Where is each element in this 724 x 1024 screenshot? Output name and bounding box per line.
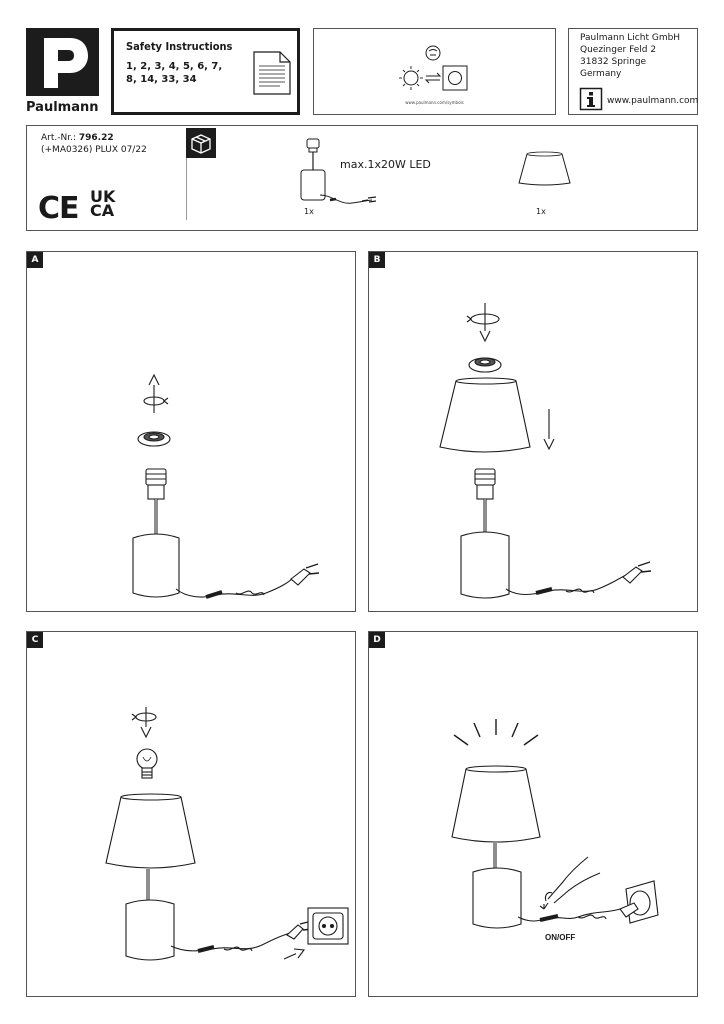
company-line: Paulmann Licht GmbH: [580, 33, 681, 43]
article-number: 796.22: [78, 133, 114, 143]
safety-instructions-box: [111, 28, 300, 115]
lamp-base-part-icon: [300, 138, 377, 204]
panel-label-d: D: [369, 632, 385, 648]
logo-p-glyph: [44, 38, 88, 88]
bulb-spec: max.1x20W LED: [340, 158, 431, 171]
company-line: Quezinger Feld 2: [580, 45, 657, 55]
step-panel-b: [368, 251, 698, 612]
ukca-bottom: CA: [90, 201, 115, 220]
paulmann-logo: [26, 28, 99, 96]
qty-base: 1x: [304, 207, 314, 216]
qty-shade: 1x: [536, 207, 546, 216]
info-divider: [186, 150, 187, 220]
lampshade-part-icon: [518, 151, 571, 186]
ukca-mark: UK CA: [90, 187, 122, 220]
panel-label-a: A: [27, 252, 43, 268]
product-info-box: [26, 125, 698, 231]
brand-name: Paulmann: [26, 100, 99, 115]
step-c-illustration: [105, 707, 349, 961]
info-icon: [579, 87, 603, 111]
safety-title: Safety Instructions: [126, 40, 233, 53]
step-b-illustration: [439, 303, 652, 599]
safety-numbers: 1, 2, 3, 4, 5, 6, 7, 8, 14, 33, 34: [126, 61, 223, 85]
step-panel-c: [26, 631, 356, 997]
step-panel-a: [26, 251, 356, 612]
panel-label-c: C: [27, 632, 43, 648]
ce-mark: CE: [38, 191, 80, 226]
company-address: Paulmann Licht GmbH Quezinger Feld 2 318…: [580, 32, 680, 80]
package-contents-icon: [186, 128, 216, 158]
document-icon: [253, 51, 291, 95]
box-icon: [191, 134, 211, 154]
article-info: Art.-Nr.: 796.22 (+MA0326) PLUX 07/22: [41, 132, 147, 156]
step-d-illustration: [451, 719, 659, 929]
website-link[interactable]: www.paulmann.com: [607, 96, 699, 106]
article-sub: (+MA0326) PLUX 07/22: [41, 145, 147, 155]
step-a-illustration: [132, 373, 320, 599]
sun-exchange-icon: [399, 45, 468, 91]
panel-label-b: B: [369, 252, 385, 268]
symbols-url[interactable]: www.paulmann.com/symbols: [405, 100, 464, 105]
company-box: [568, 28, 698, 115]
article-label: Art.-Nr.:: [41, 133, 76, 143]
switch-label: ON/OFF: [545, 933, 576, 942]
company-line: Germany: [580, 69, 622, 79]
step-panel-d: [368, 631, 698, 997]
symbols-box: [313, 28, 556, 115]
company-line: 31832 Springe: [580, 57, 647, 67]
ukca-top: UK: [90, 187, 116, 206]
